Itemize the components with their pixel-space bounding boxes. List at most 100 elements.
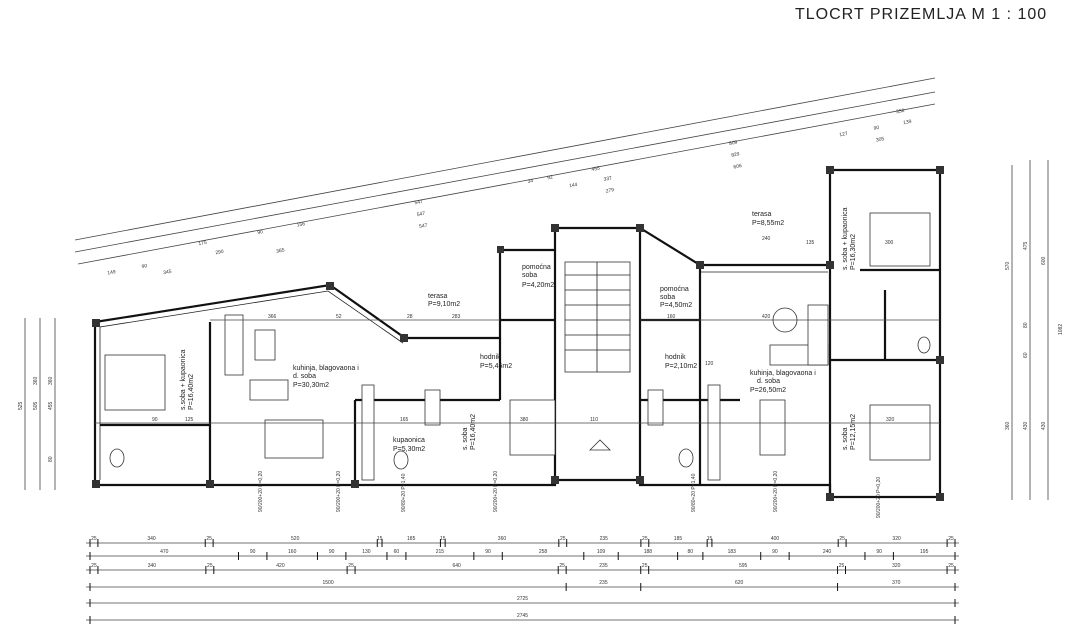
right-dim: 430 — [1023, 421, 1029, 430]
top-dim: 356 — [896, 108, 906, 115]
dimension-label: 25 — [91, 563, 97, 569]
dimension-label: 80 — [687, 549, 693, 555]
top-dim: 139 — [903, 119, 913, 126]
left-dim: 455 — [48, 401, 54, 410]
dimension-label: 25 — [348, 563, 354, 569]
room-area: P=4,50m2 — [660, 302, 692, 309]
window-label: 90/80+20 P=1,40 — [691, 473, 697, 512]
left-dim: 505 — [33, 401, 39, 410]
dimension-label: 25 — [839, 536, 845, 542]
room-name: hodnik — [665, 354, 686, 361]
dimension-label: 2725 — [517, 596, 528, 602]
top-dim: 127 — [839, 131, 849, 138]
dimension-label: 185 — [407, 536, 416, 542]
top-dim: 547 — [416, 211, 426, 218]
kitchen-counter — [361, 384, 375, 481]
room-area: P=16,40m2 — [188, 374, 195, 410]
room-area: P=5,45m2 — [480, 363, 512, 370]
dimension-label: 15 — [377, 536, 383, 542]
room-area: P=8,55m2 — [752, 220, 784, 227]
room-name: pomoćna — [660, 286, 689, 293]
inner-dim: 110 — [590, 417, 598, 423]
dimension-label: 620 — [735, 580, 744, 586]
dimension-label: 188 — [644, 549, 653, 555]
dimension-label: 160 — [288, 549, 297, 555]
left-dimensions: 525 505 455 360 360 80 — [18, 318, 56, 490]
right-dim: 570 — [1005, 261, 1011, 270]
room-name: s.soba + kupaonica — [180, 349, 187, 410]
room-area: P=16,30m2 — [850, 234, 857, 270]
room-name: soba — [660, 294, 675, 301]
bed — [869, 212, 931, 267]
inner-dim: 366 — [268, 314, 277, 320]
dimension-label: 235 — [599, 563, 608, 569]
top-dim: 345 — [163, 269, 173, 276]
window-label: 90/200+20 P=0,20 — [773, 471, 779, 512]
dimension-label: 420 — [276, 563, 285, 569]
top-dim: 90 — [873, 125, 880, 132]
drawing-title: TLOCRT PRIZEMLJA M 1 : 100 — [795, 6, 1048, 23]
room-name: s. soba — [462, 427, 469, 450]
inner-dim: 165 — [400, 417, 409, 423]
shower — [647, 389, 664, 426]
staircase — [564, 261, 631, 451]
dimension-label: 25 — [839, 563, 845, 569]
dimension-label: 25 — [206, 536, 212, 542]
room-name: kupaonica — [393, 437, 425, 444]
room-name: s. soba — [842, 427, 849, 450]
window-label: 90/200+20 P=0,20 — [493, 471, 499, 512]
dimension-label: 320 — [892, 563, 901, 569]
inner-dim: 320 — [886, 417, 895, 423]
dimension-label: 25 — [642, 563, 648, 569]
inner-dim: 283 — [452, 314, 461, 320]
room-area: P=26,50m2 — [750, 387, 786, 394]
dimension-label: 25 — [948, 536, 954, 542]
dimension-label: 360 — [498, 536, 507, 542]
dimension-label: 130 — [362, 549, 371, 555]
dimension-label: 595 — [739, 563, 748, 569]
window-label: 90/200+20 P=0,20 — [336, 471, 342, 512]
inner-dim: 120 — [705, 361, 714, 367]
window-label: 90/200+20 P=0,20 — [876, 477, 882, 518]
dimension-label: 1500 — [323, 580, 334, 586]
toilet — [917, 336, 931, 354]
top-dim: 149 — [107, 269, 117, 276]
top-dim: 92 — [547, 174, 554, 181]
inner-dim: 125 — [185, 417, 194, 423]
right-dim: 600 — [1041, 256, 1047, 265]
dimension-label: 25 — [642, 536, 648, 542]
sofa — [249, 379, 289, 401]
top-dim: 455 — [591, 165, 601, 172]
dimension-label: 25 — [559, 563, 565, 569]
dimension-label: 520 — [291, 536, 300, 542]
dimension-label: 90 — [485, 549, 491, 555]
top-dim: 809 — [729, 139, 739, 146]
top-dim: 156 — [296, 221, 306, 228]
dining-table — [264, 419, 324, 459]
bed — [104, 354, 166, 411]
room-name: hodnik — [480, 354, 501, 361]
inner-dim: 135 — [806, 240, 815, 246]
inner-dim: 380 — [520, 417, 529, 423]
top-dim: 175 — [198, 240, 208, 247]
left-dim: 525 — [18, 401, 24, 410]
kitchen-counter — [707, 384, 721, 481]
left-dim: 360 — [48, 376, 54, 385]
right-dim: 1082 — [1058, 324, 1064, 335]
top-dim: 365 — [276, 247, 286, 254]
dimension-label: 258 — [539, 549, 548, 555]
left-dim: 360 — [33, 376, 39, 385]
window-labels: 90/200+20 P=0,20 90/200+20 P=0,20 90/80+… — [258, 471, 882, 518]
top-dim: 144 — [569, 182, 579, 189]
top-dim: 547 — [414, 199, 424, 206]
dining-table — [759, 399, 786, 456]
right-dimensions: 570 475 600 80 60 1082 360 430 430 — [1005, 160, 1064, 500]
dimension-label: 90 — [772, 549, 778, 555]
top-dim: 606 — [733, 163, 743, 170]
dimension-label: 470 — [160, 549, 169, 555]
inner-dim: 90 — [152, 417, 158, 423]
inner-dim: 240 — [762, 236, 771, 242]
bed — [509, 399, 556, 456]
right-dim: 60 — [1023, 352, 1029, 358]
